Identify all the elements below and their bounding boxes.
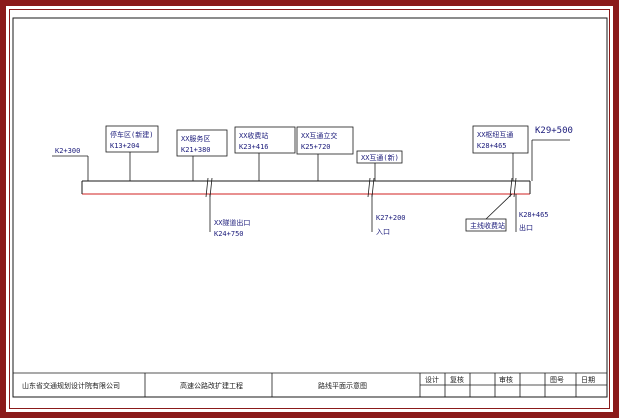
title-block-company: 山东省交通规划设计院有限公司 xyxy=(22,381,120,390)
title-block-drawing-name: 路线平面示意图 xyxy=(318,381,367,390)
road-crossing-ticks xyxy=(205,177,517,198)
svg-text:主线收费站: 主线收费站 xyxy=(470,221,505,230)
svg-text:K21+380: K21+380 xyxy=(181,146,211,154)
annotation-above-4: XX互通立交 K25+720 xyxy=(296,126,354,181)
svg-text:XX互通立交: XX互通立交 xyxy=(301,131,337,140)
end-label: K29+500 xyxy=(535,126,573,136)
svg-text:XX服务区: XX服务区 xyxy=(181,134,210,143)
svg-text:停车区(新建): 停车区(新建) xyxy=(110,130,153,139)
svg-text:K24+750: K24+750 xyxy=(214,230,244,238)
annotation-below-4: K28+465 出口 xyxy=(515,194,549,232)
svg-text:K27+200: K27+200 xyxy=(376,214,406,222)
svg-text:XX枢纽互通: XX枢纽互通 xyxy=(477,130,513,139)
svg-text:K28+465: K28+465 xyxy=(477,142,507,150)
annotation-below-2: K27+200 入口 xyxy=(371,194,406,236)
title-block xyxy=(13,372,607,397)
title-block-project: 高速公路改扩建工程 xyxy=(180,381,243,390)
title-block-cell-3: 审核 xyxy=(499,375,513,384)
start-label: K2+300 xyxy=(55,147,80,155)
drawing-border xyxy=(12,17,608,398)
svg-text:K13+204: K13+204 xyxy=(110,142,140,150)
title-block-cell-5: 日期 xyxy=(581,376,595,384)
annotation-above-1: 停车区(新建) K13+204 xyxy=(105,125,159,181)
svg-text:XX隧道出口: XX隧道出口 xyxy=(214,218,250,227)
svg-text:入口: 入口 xyxy=(376,228,390,236)
title-block-cell-1: 设计 xyxy=(425,375,439,384)
drawing-inner-frame xyxy=(9,9,610,409)
annotation-below-1: XX隧道出口 K24+750 xyxy=(209,194,250,238)
svg-text:K25+720: K25+720 xyxy=(301,143,331,151)
svg-text:XX收费站: XX收费站 xyxy=(239,131,268,140)
title-block-cell-2: 复核 xyxy=(450,375,464,384)
annotation-above-5: XX互通(新) xyxy=(356,150,403,181)
svg-text:K23+416: K23+416 xyxy=(239,143,269,151)
svg-text:K28+465: K28+465 xyxy=(519,211,549,219)
svg-text:出口: 出口 xyxy=(519,223,533,232)
annotation-above-6: XX枢纽互通 K28+465 xyxy=(472,125,529,181)
annotation-above-2: XX服务区 K21+380 xyxy=(176,129,228,181)
annotation-below-3: 主线收费站 xyxy=(465,193,513,232)
annotation-above-3: XX收费站 K23+416 xyxy=(234,126,296,181)
title-block-cell-4: 图号 xyxy=(550,376,564,384)
svg-text:XX互通(新): XX互通(新) xyxy=(361,153,399,162)
